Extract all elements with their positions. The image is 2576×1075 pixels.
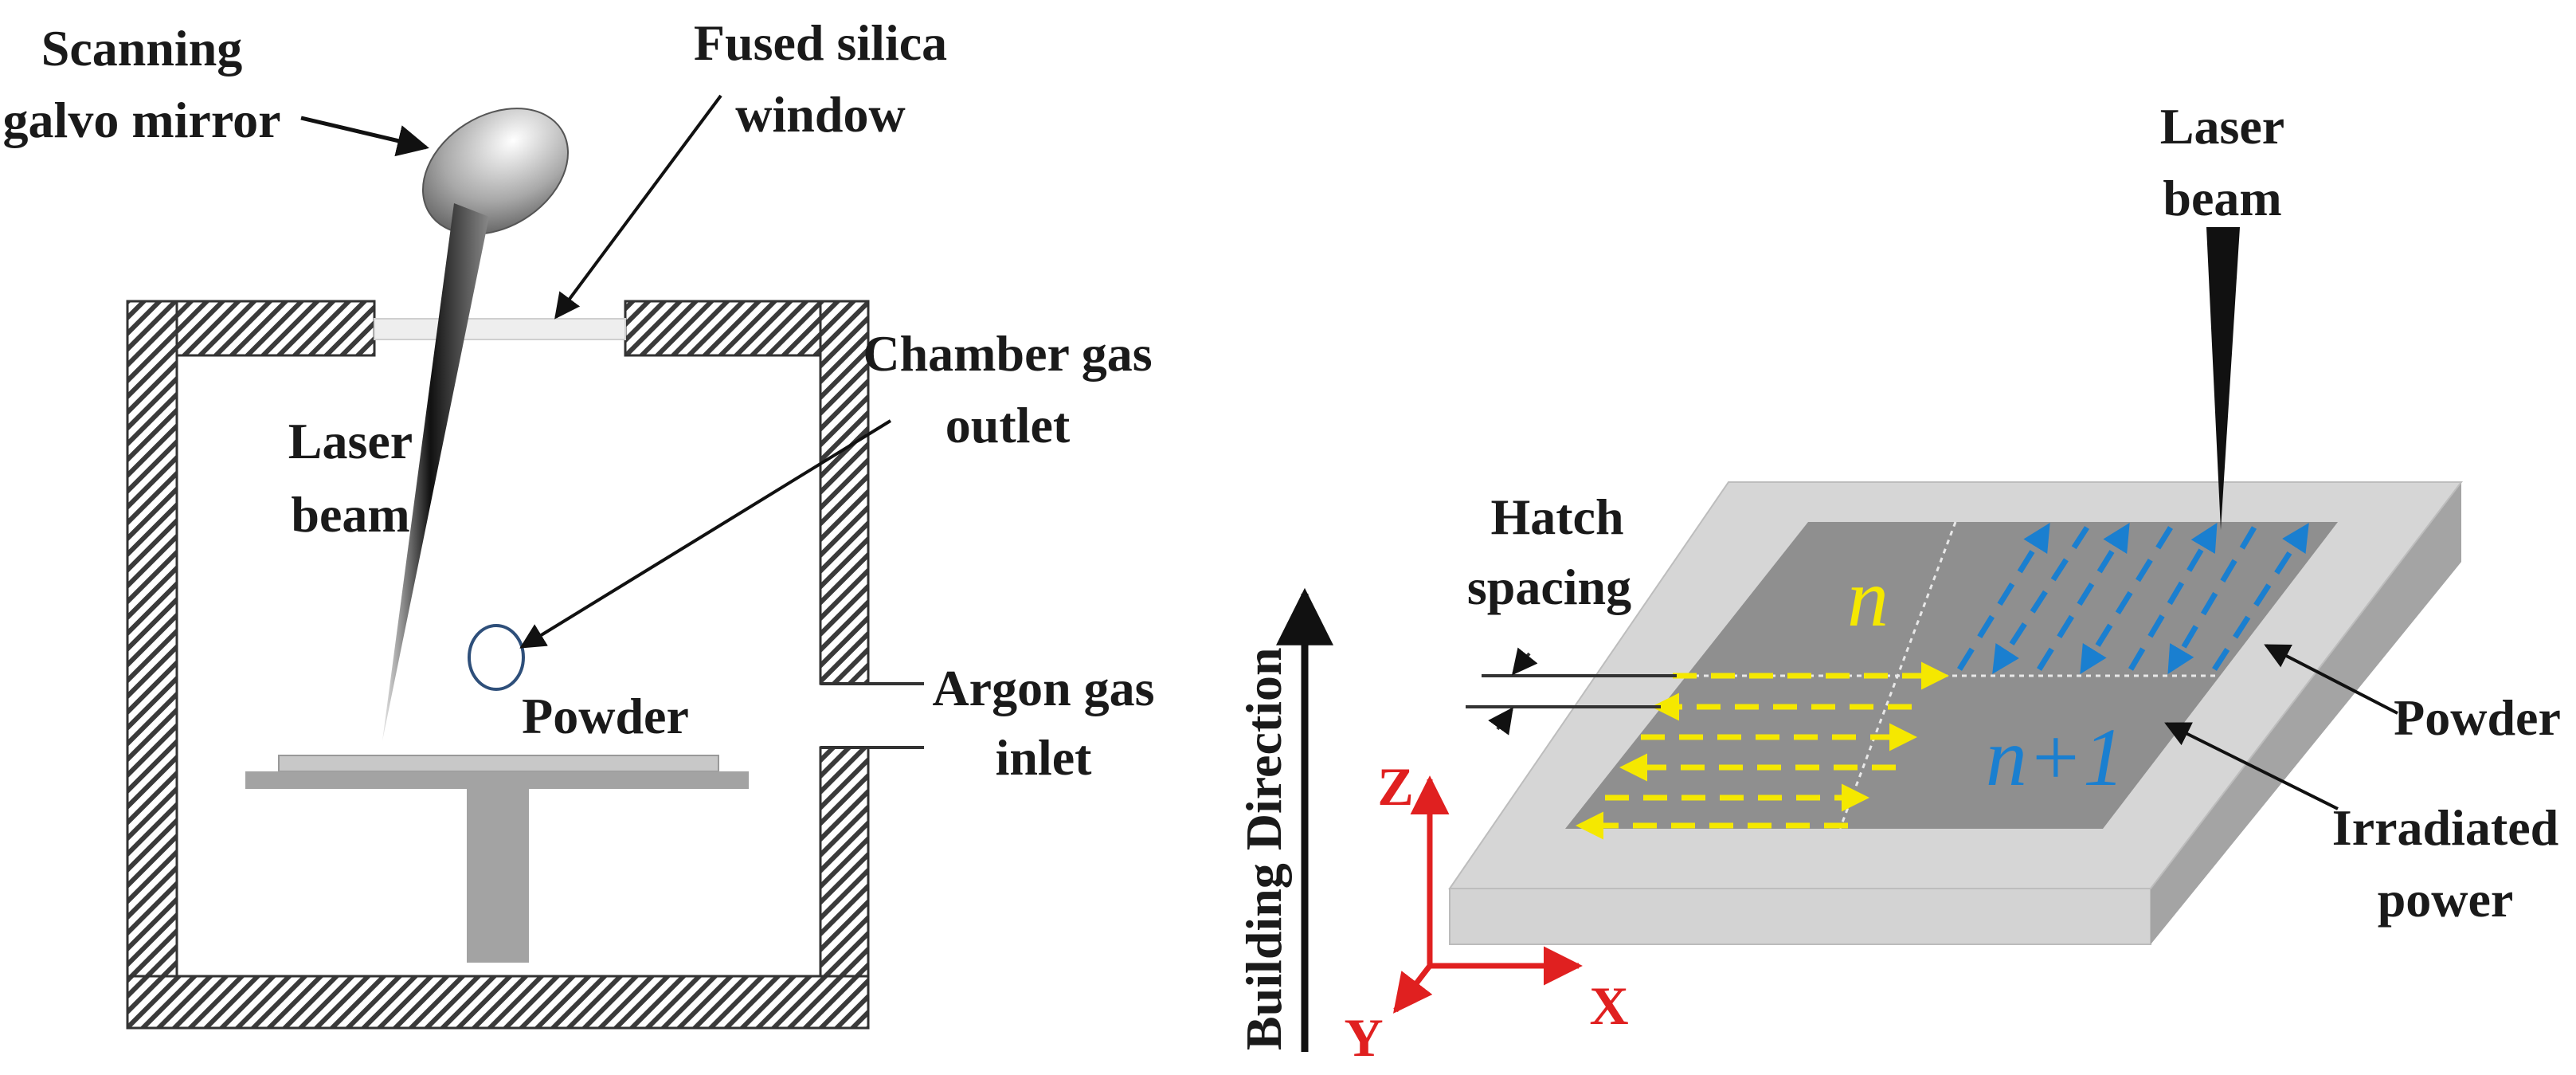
blue-scan-vectors <box>1957 522 2309 675</box>
hatch-label-line1: Hatch <box>1490 488 1623 545</box>
axis-z-label: Z <box>1377 756 1413 817</box>
axis-y-label: Y <box>1344 1007 1383 1068</box>
scanning-label-line2: galvo mirror <box>3 92 281 148</box>
laser-label-line2: beam <box>291 486 409 543</box>
platform-piston <box>467 789 529 963</box>
powder-arrow-right <box>2264 644 2398 715</box>
powder-label-right: Powder <box>2394 689 2561 746</box>
layer-n1-label: n+1 <box>1986 712 2124 803</box>
powder-bed-left <box>278 755 719 772</box>
galvo-mirror <box>421 108 570 235</box>
chamber-gas-outlet <box>468 624 525 691</box>
building-direction-label: Building Direction <box>1235 647 1292 1050</box>
scan-strategy-diagram: Building Direction <box>1235 98 2561 1068</box>
laser-beam-right <box>2206 227 2240 530</box>
chamber-wall <box>126 300 870 1030</box>
laser-label-right-line1: Laser <box>2160 98 2284 155</box>
silica-label-line1: Fused silica <box>694 14 947 71</box>
irradiated-arrow <box>2164 722 2339 810</box>
fused-silica-window <box>374 318 626 340</box>
irradiated-label-line1: Irradiated <box>2332 799 2558 856</box>
silica-window-arrow <box>554 94 722 320</box>
laser-beam-left <box>382 203 489 741</box>
powder-label-left: Powder <box>522 688 689 744</box>
axis-x-label: X <box>1589 975 1628 1036</box>
silica-label-line2: window <box>735 86 905 143</box>
argon-label-line1: Argon gas <box>932 660 1154 716</box>
xyz-axes <box>1393 775 1583 1014</box>
chamber-diagram: Scanning galvo mirror Fused silica windo… <box>3 14 1155 1030</box>
hatch-label-line2: spacing <box>1467 559 1631 615</box>
argon-inlet-pipe <box>820 682 924 749</box>
scanning-label-line1: Scanning <box>41 20 243 77</box>
laser-label-right-line2: beam <box>2163 170 2281 226</box>
hatch-spacing-indicator <box>1466 647 1677 736</box>
gas-outlet-arrow <box>519 419 892 649</box>
layer-n-region <box>1565 522 2338 829</box>
laser-label-line1: Laser <box>288 413 413 469</box>
argon-label-line2: inlet <box>996 729 1093 786</box>
chamber-label-line2: outlet <box>945 397 1071 453</box>
layer-n-label: n <box>1847 552 1889 644</box>
scanning-mirror-arrow <box>300 116 429 157</box>
irradiated-label-line2: power <box>2378 871 2514 928</box>
yellow-scan-vectors <box>1576 661 1949 840</box>
chamber-label-line1: Chamber gas <box>863 325 1152 382</box>
build-platform <box>245 771 749 789</box>
